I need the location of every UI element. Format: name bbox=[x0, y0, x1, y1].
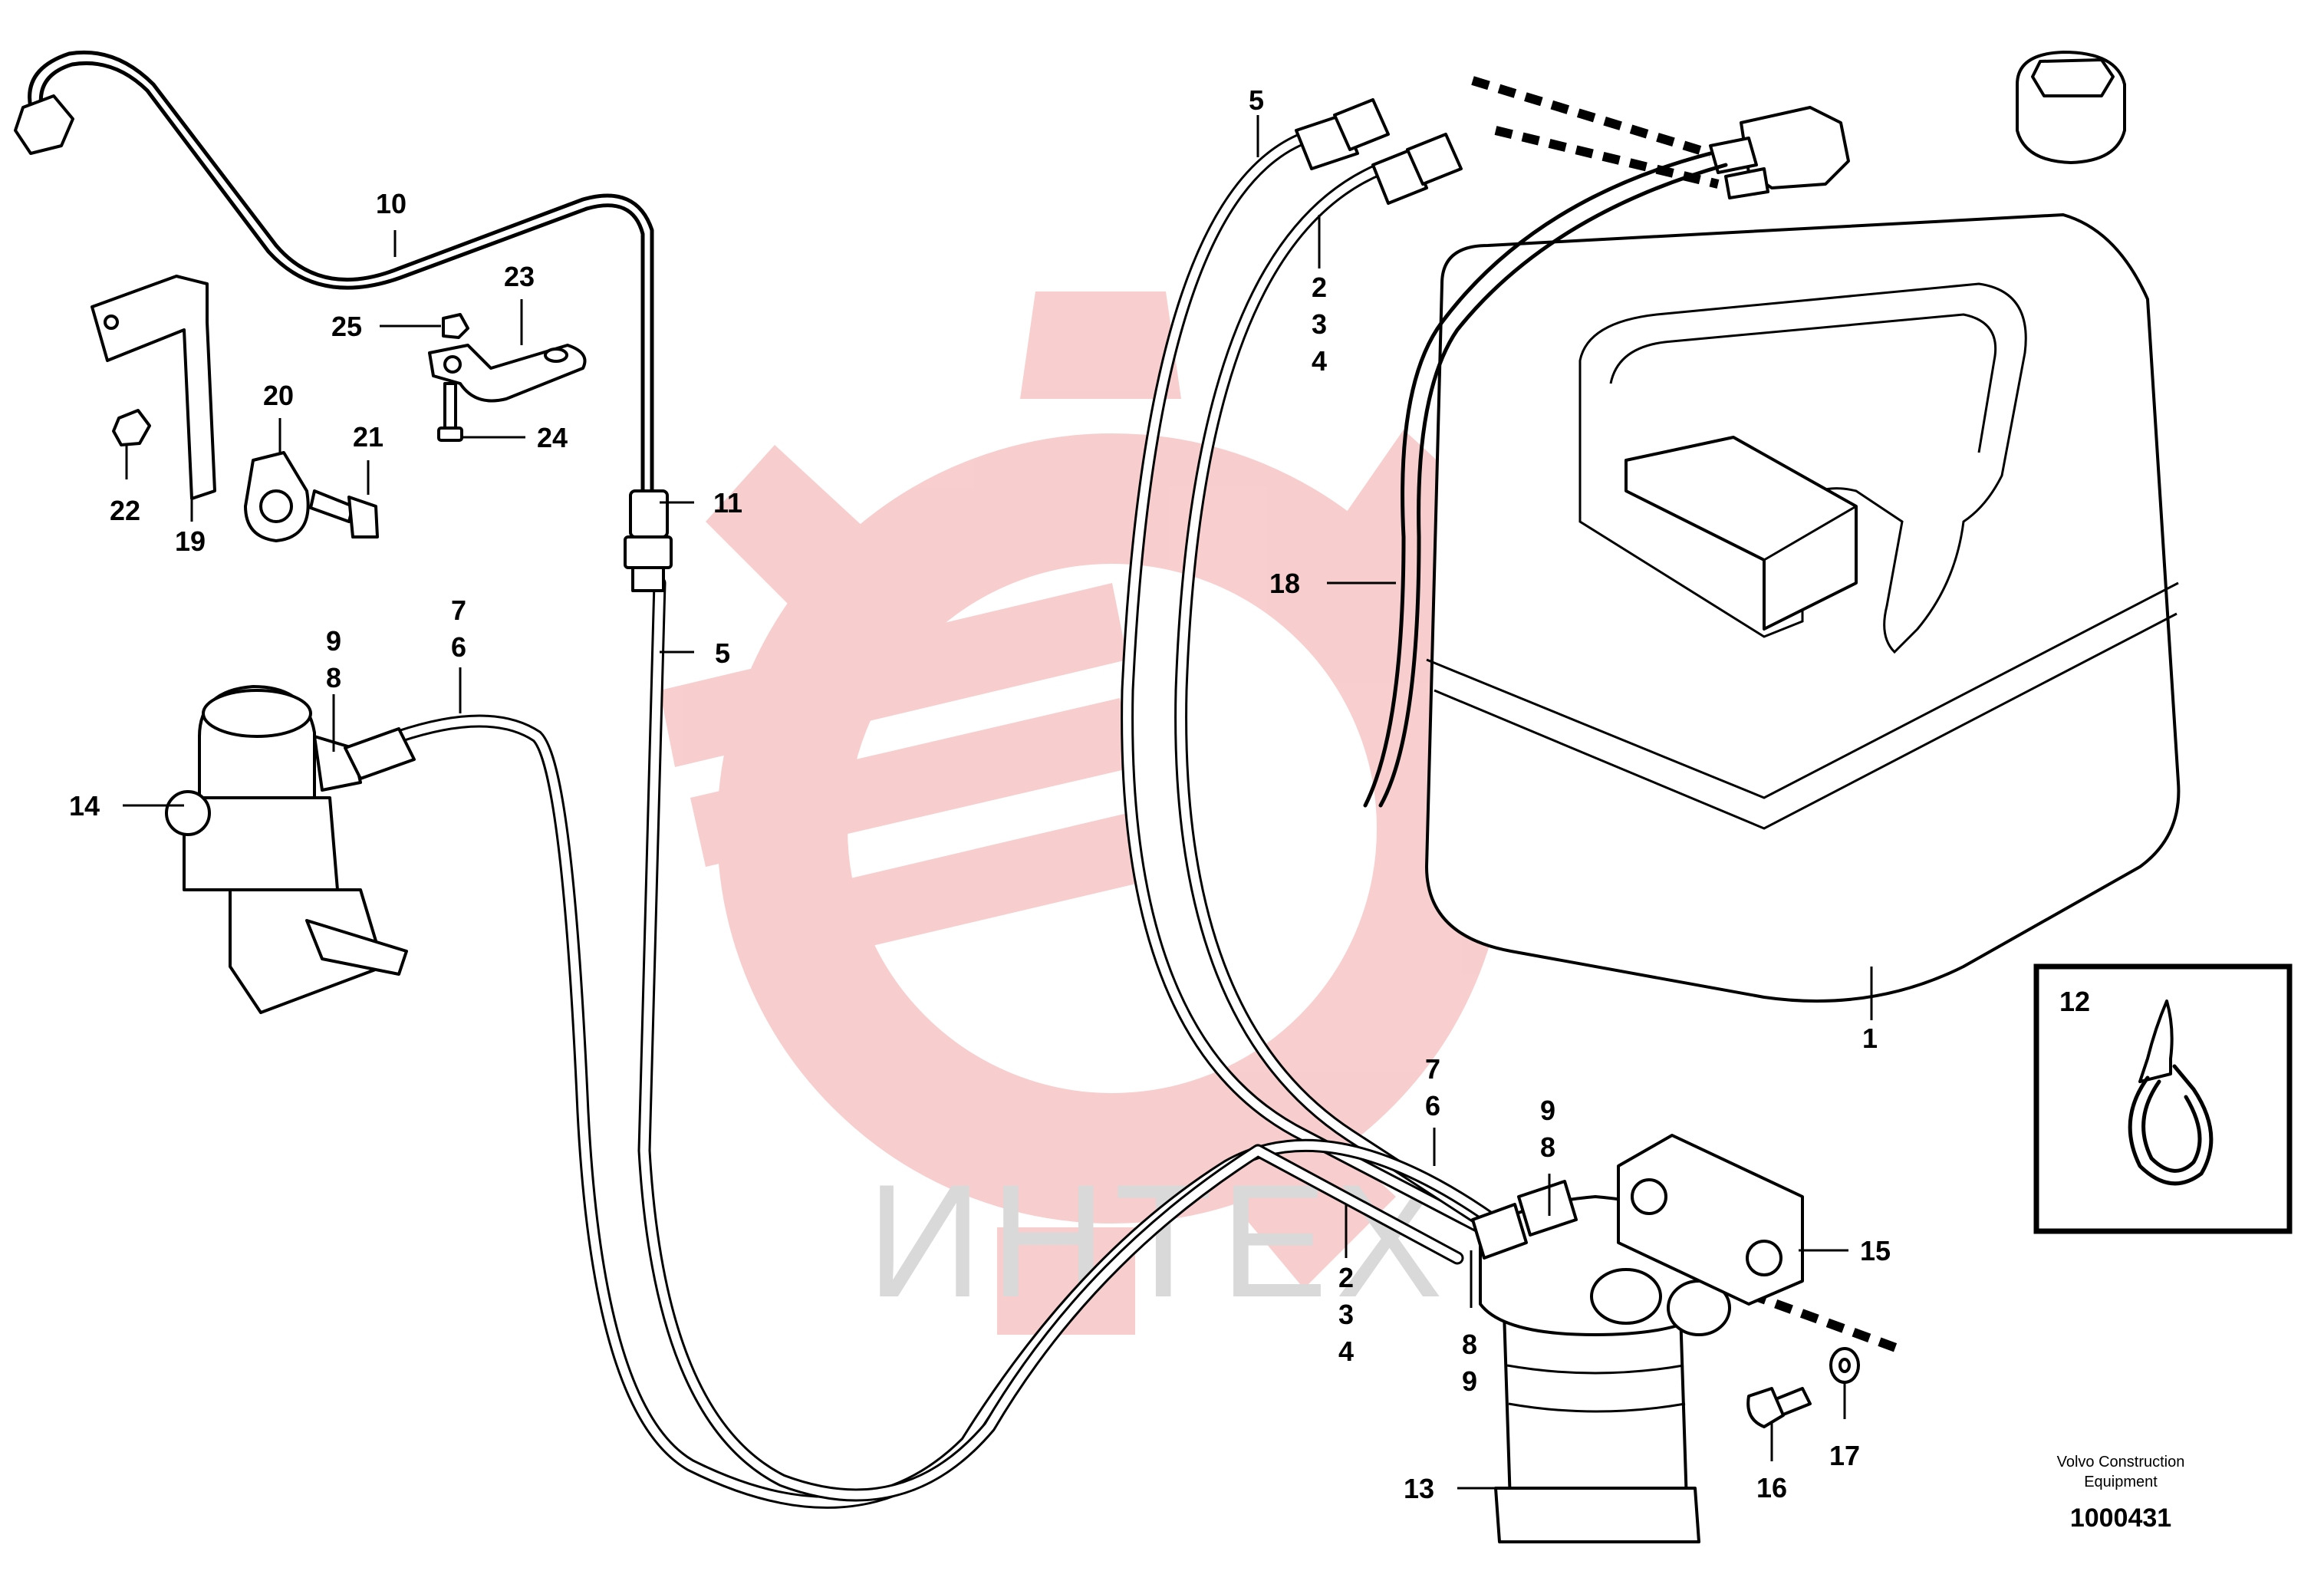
bolt-24 bbox=[437, 382, 463, 442]
callout-4: 4 bbox=[1338, 1336, 1354, 1367]
bolt-21 bbox=[309, 489, 379, 538]
footer-brand-line2: Equipment bbox=[2084, 1474, 2158, 1490]
callout-25: 25 bbox=[331, 311, 362, 342]
callout-3: 3 bbox=[1312, 308, 1327, 340]
callout-11: 11 bbox=[713, 487, 742, 519]
fittings bbox=[14, 94, 1463, 592]
nut-25 bbox=[442, 313, 469, 339]
callout-8: 8 bbox=[326, 662, 341, 693]
callout-6: 6 bbox=[1425, 1090, 1440, 1121]
callout-4: 4 bbox=[1312, 345, 1327, 377]
callout-7: 7 bbox=[451, 594, 466, 626]
callout-15: 15 bbox=[1860, 1235, 1891, 1266]
callout-8: 8 bbox=[1540, 1131, 1555, 1163]
callout-1: 1 bbox=[1862, 1023, 1878, 1054]
leader-lines bbox=[123, 115, 1873, 1490]
callout-labels: 1 2 3 4 2 3 4 5 5 7 6 7 6 9 8 9 8 8 9 10… bbox=[69, 84, 2090, 1504]
callout-5: 5 bbox=[1249, 84, 1264, 116]
nut-22 bbox=[112, 409, 151, 446]
callout-20: 20 bbox=[263, 380, 294, 411]
callout-5: 5 bbox=[715, 637, 730, 669]
callout-18: 18 bbox=[1269, 568, 1300, 599]
callout-9: 9 bbox=[326, 625, 341, 657]
fuel-cap-icon bbox=[2016, 51, 2126, 164]
nut-end-10 bbox=[14, 94, 74, 155]
callout-10: 10 bbox=[376, 188, 407, 219]
connector-11 bbox=[624, 489, 673, 592]
clamp-20 bbox=[244, 451, 310, 542]
footer-brand-line1: Volvo Construction bbox=[2057, 1454, 2185, 1471]
hose-fitting-top-2 bbox=[1371, 133, 1463, 205]
fuel-feed-pump bbox=[165, 685, 416, 1014]
callout-2: 2 bbox=[1338, 1262, 1354, 1293]
fuel-filter bbox=[1471, 1134, 1804, 1543]
callout-12: 12 bbox=[2059, 986, 2090, 1017]
callout-7: 7 bbox=[1425, 1053, 1440, 1085]
callout-23: 23 bbox=[504, 261, 535, 292]
callout-14: 14 bbox=[69, 790, 100, 822]
watermark-text: ИНТЕХ bbox=[867, 1151, 1450, 1331]
callout-22: 22 bbox=[110, 495, 140, 526]
bracket-23 bbox=[428, 344, 587, 403]
washer-17 bbox=[1829, 1347, 1860, 1384]
level-sender-icon bbox=[1709, 106, 1850, 199]
callout-24: 24 bbox=[537, 422, 568, 453]
footer: Volvo Construction Equipment 1000431 bbox=[2057, 1454, 2185, 1533]
callout-19: 19 bbox=[175, 525, 206, 557]
inset-cable-tie-12 bbox=[2033, 963, 2293, 1234]
filter-flange-15 bbox=[1617, 1134, 1804, 1306]
fuel-lines bbox=[28, 50, 1904, 1509]
bracket-19 bbox=[91, 275, 216, 500]
fuel-tank bbox=[1425, 51, 2181, 1003]
callout-8: 8 bbox=[1462, 1329, 1477, 1360]
callout-2: 2 bbox=[1312, 272, 1327, 303]
callout-9: 9 bbox=[1462, 1365, 1477, 1397]
hose-fitting-top-1 bbox=[1295, 98, 1390, 170]
callout-16: 16 bbox=[1756, 1472, 1787, 1503]
drawing-number: 1000431 bbox=[2070, 1503, 2171, 1533]
callout-9: 9 bbox=[1540, 1095, 1555, 1126]
callout-6: 6 bbox=[451, 631, 466, 663]
bolt-16 bbox=[1746, 1387, 1812, 1428]
callout-21: 21 bbox=[353, 421, 383, 453]
callout-17: 17 bbox=[1829, 1440, 1860, 1471]
callout-13: 13 bbox=[1404, 1473, 1434, 1504]
callout-3: 3 bbox=[1338, 1299, 1354, 1330]
